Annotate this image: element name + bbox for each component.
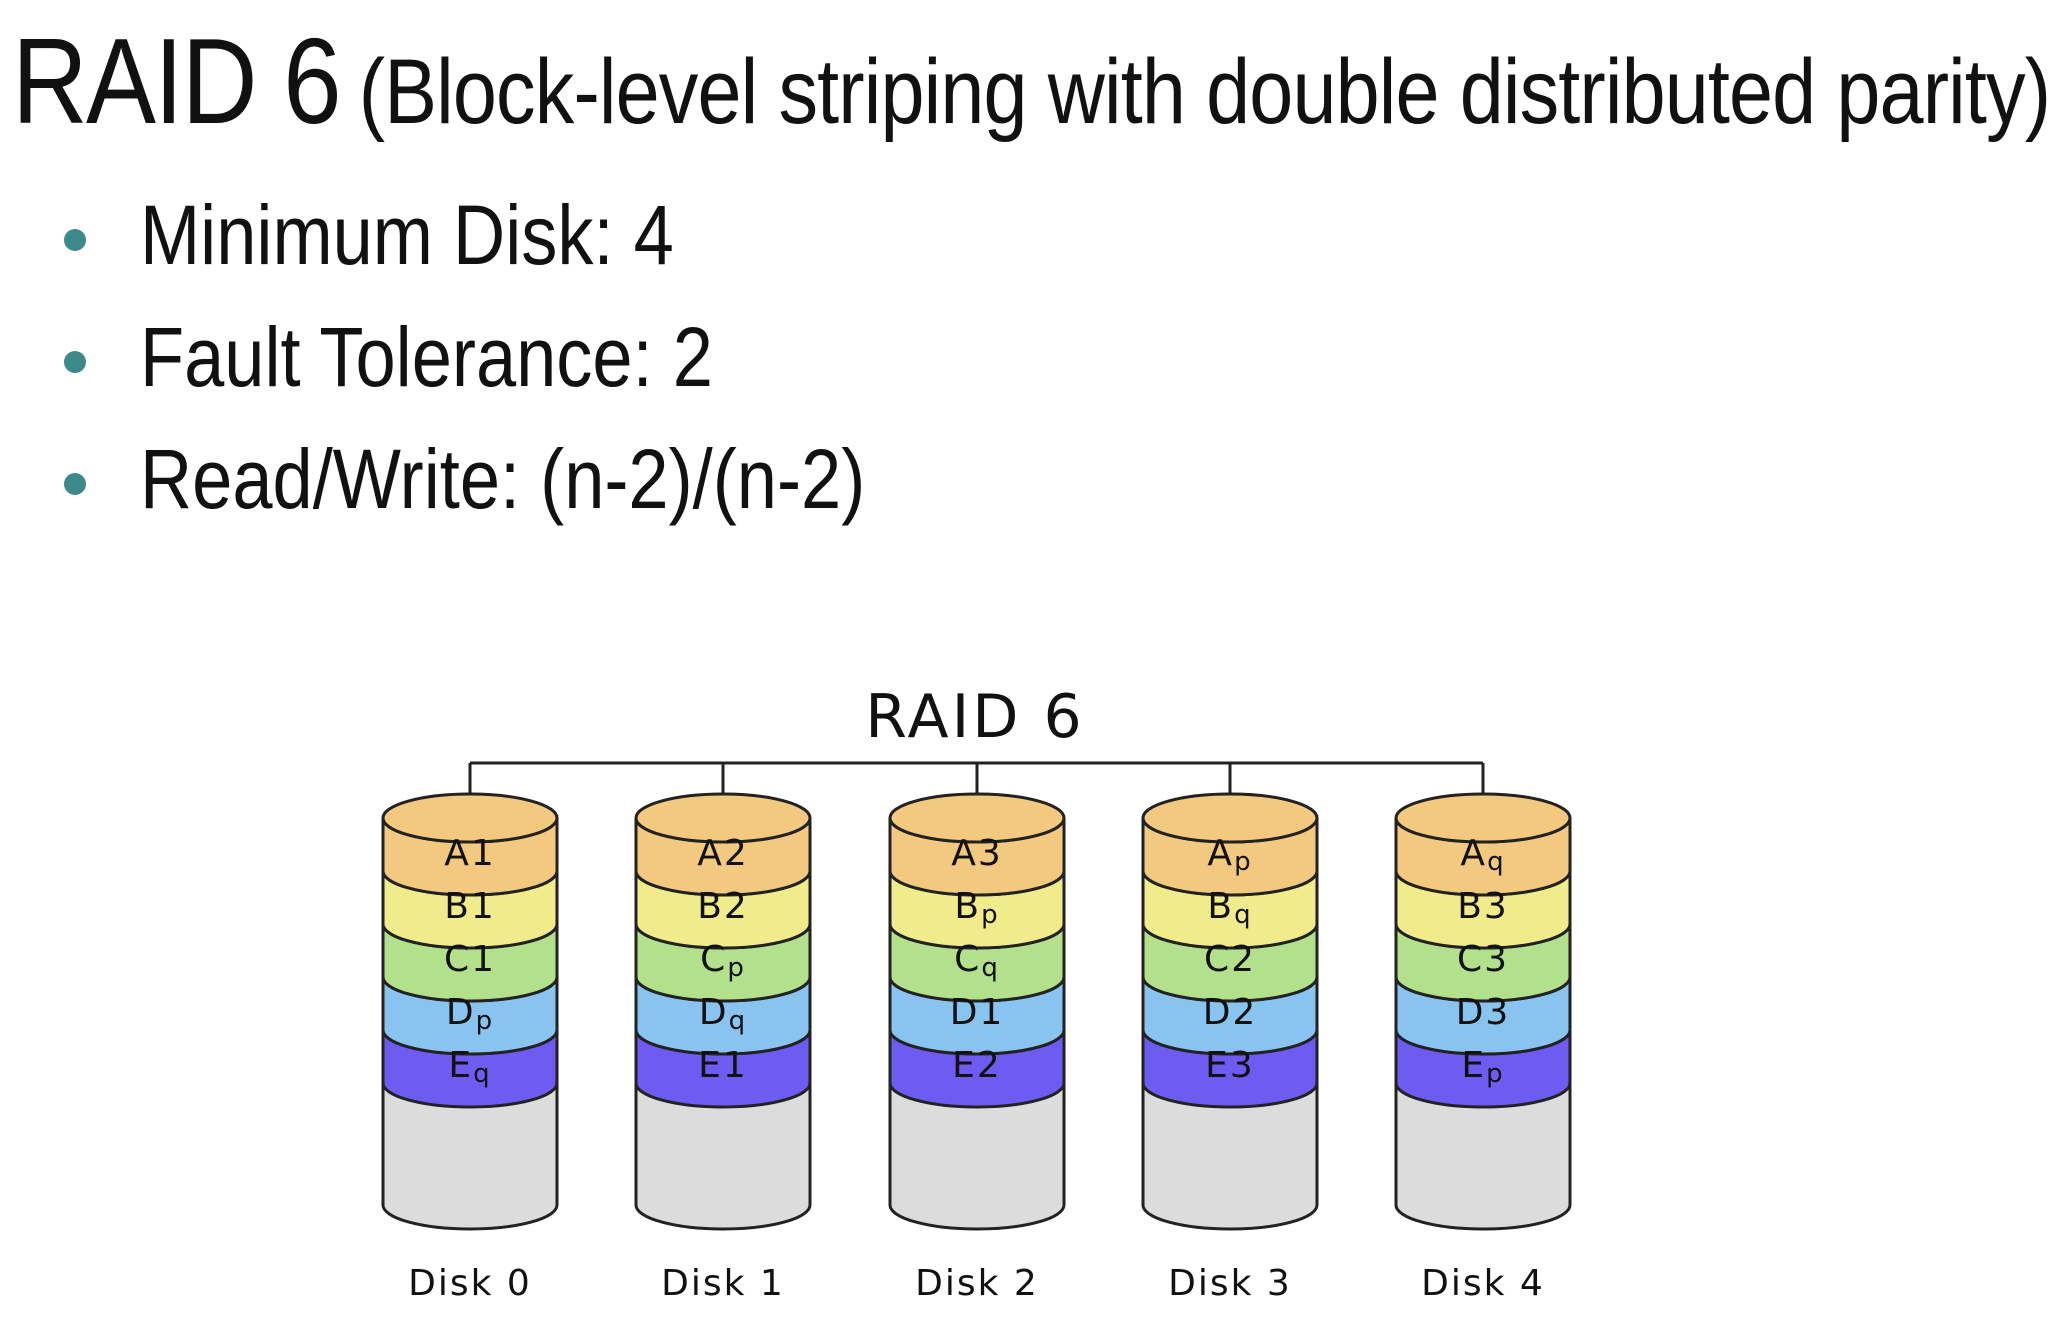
block-label: C3 bbox=[1457, 939, 1509, 980]
block-label: B1 bbox=[444, 886, 496, 927]
disk-empty-space bbox=[381, 1081, 559, 1231]
disk-label: Disk 4 bbox=[1421, 1263, 1545, 1304]
disk-top-cap bbox=[1141, 792, 1319, 844]
bullet-text-min-disk: Minimum Disk: 4 bbox=[140, 188, 674, 282]
disk-label: Disk 0 bbox=[408, 1263, 532, 1304]
disk-top-cap bbox=[634, 792, 812, 844]
block-label: C1 bbox=[444, 939, 496, 980]
disk-label: Disk 2 bbox=[915, 1263, 1039, 1304]
block-label: Ep bbox=[1461, 1045, 1504, 1089]
diagram-title: RAID 6 bbox=[865, 682, 1084, 752]
block-label: E3 bbox=[1205, 1045, 1255, 1086]
bullet-dot-icon bbox=[64, 473, 86, 495]
bullet-dot-icon bbox=[64, 351, 86, 373]
slide-title: RAID 6(Block-level striping with double … bbox=[12, 8, 2051, 154]
bullet-text-fault-tolerance: Fault Tolerance: 2 bbox=[140, 310, 713, 404]
block-label: A3 bbox=[951, 833, 1003, 874]
block-label: Bp bbox=[954, 886, 999, 930]
block-label: E1 bbox=[698, 1045, 748, 1086]
block-label: Bq bbox=[1207, 886, 1252, 930]
block-label: B2 bbox=[697, 886, 749, 927]
block-label: E2 bbox=[952, 1045, 1002, 1086]
block-label: Eq bbox=[448, 1045, 491, 1089]
block-label: B3 bbox=[1457, 886, 1509, 927]
block-label: D1 bbox=[950, 992, 1005, 1033]
block-label: Dp bbox=[446, 992, 494, 1036]
block-label: Cp bbox=[700, 939, 746, 983]
block-label: D2 bbox=[1203, 992, 1258, 1033]
disk-label: Disk 3 bbox=[1168, 1263, 1292, 1304]
block-label: A1 bbox=[444, 833, 496, 874]
bullet-dot-icon bbox=[64, 229, 86, 251]
block-label: Ap bbox=[1207, 833, 1252, 877]
disk-empty-space bbox=[634, 1081, 812, 1231]
disk-top-cap bbox=[381, 792, 559, 844]
block-label: Dq bbox=[699, 992, 747, 1036]
block-label: D3 bbox=[1456, 992, 1511, 1033]
block-label: Cq bbox=[954, 939, 1000, 983]
disk-empty-space bbox=[888, 1081, 1066, 1231]
block-label: Aq bbox=[1460, 833, 1505, 877]
disk-empty-space bbox=[1394, 1081, 1572, 1231]
disk-top-cap bbox=[1394, 792, 1572, 844]
disk-empty-space bbox=[1141, 1081, 1319, 1231]
block-label: C2 bbox=[1204, 939, 1256, 980]
disk-label: Disk 1 bbox=[661, 1263, 785, 1304]
title-main: RAID 6 bbox=[12, 13, 342, 149]
title-subtitle: (Block-level striping with double distri… bbox=[358, 41, 2051, 143]
disk-top-cap bbox=[888, 792, 1066, 844]
block-label: A2 bbox=[697, 833, 749, 874]
bullet-text-read-write: Read/Write: (n-2)/(n-2) bbox=[140, 432, 866, 526]
